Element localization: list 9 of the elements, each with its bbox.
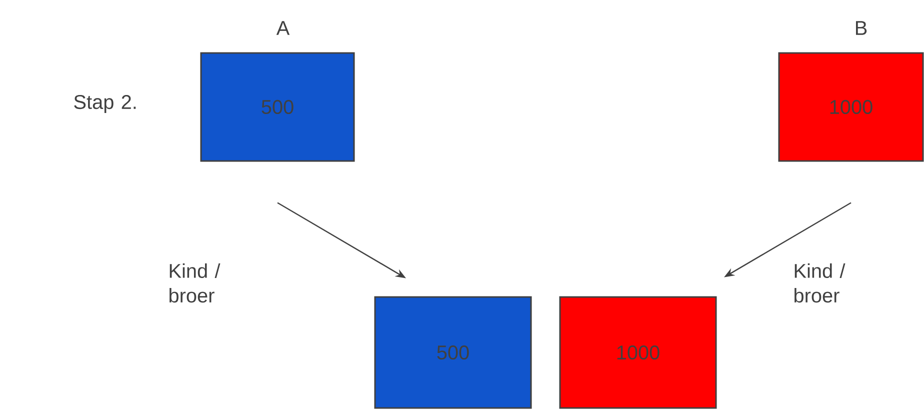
value-box: 500 [200, 52, 355, 162]
value-box: 1000 [778, 52, 924, 162]
value-box: 500 [374, 296, 532, 409]
note: Kind / broer [794, 263, 846, 303]
heading: A [276, 21, 290, 35]
note: Kind / broer [170, 263, 220, 303]
value-box: 1000 [559, 296, 717, 409]
note: Stap 2. [74, 94, 136, 113]
heading: B [856, 21, 867, 35]
